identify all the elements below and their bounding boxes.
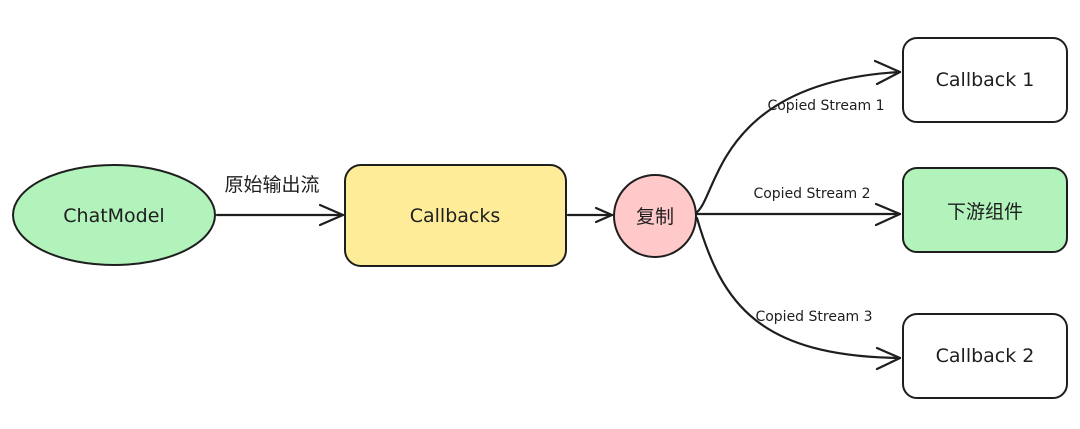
edge-raw-stream-arrowhead <box>318 203 345 227</box>
edge-raw-stream: 原始输出流 <box>215 174 345 227</box>
edge-callbacks-to-copy <box>566 206 614 224</box>
edge-copied-1: Copied Stream 1 <box>695 59 902 214</box>
edge-copied-2-arrowhead <box>874 202 902 227</box>
edge-copied-1-label: Copied Stream 1 <box>767 98 884 114</box>
callback-1-shape <box>902 37 1068 123</box>
chatmodel-node: ChatModel <box>12 164 216 266</box>
edge-copied-2: Copied Stream 2 <box>695 186 902 227</box>
edge-copied-3: Copied Stream 3 <box>695 216 902 371</box>
copy-label: 复制 <box>636 206 674 228</box>
callback-1-label: Callback 1 <box>936 69 1035 91</box>
downstream-node: 下游组件 <box>902 167 1068 253</box>
callback-2-shape <box>902 313 1068 399</box>
edge-copied-3-label: Copied Stream 3 <box>755 309 872 325</box>
edge-copied-1-arrowhead <box>873 59 902 86</box>
edge-raw-stream-label: 原始输出流 <box>224 174 319 196</box>
edge-copied-3-line <box>695 216 902 360</box>
callbacks-label: Callbacks <box>410 205 501 227</box>
edge-callbacks-to-copy-arrowhead <box>594 206 614 224</box>
downstream-shape <box>902 167 1068 253</box>
copy-shape <box>613 174 697 258</box>
edge-copied-3-arrowhead <box>875 346 902 371</box>
chatmodel-shape <box>12 164 216 266</box>
callbacks-shape <box>344 164 567 267</box>
copy-node: 复制 <box>613 174 697 258</box>
callbacks-node: Callbacks <box>344 164 567 267</box>
edge-copied-2-label: Copied Stream 2 <box>753 186 870 202</box>
downstream-label: 下游组件 <box>947 201 1023 223</box>
edge-copied-1-line <box>695 70 902 214</box>
callback-1-node: Callback 1 <box>902 37 1068 123</box>
callback-2-label: Callback 2 <box>936 345 1035 367</box>
chatmodel-label: ChatModel <box>63 205 164 227</box>
callback-2-node: Callback 2 <box>902 313 1068 399</box>
